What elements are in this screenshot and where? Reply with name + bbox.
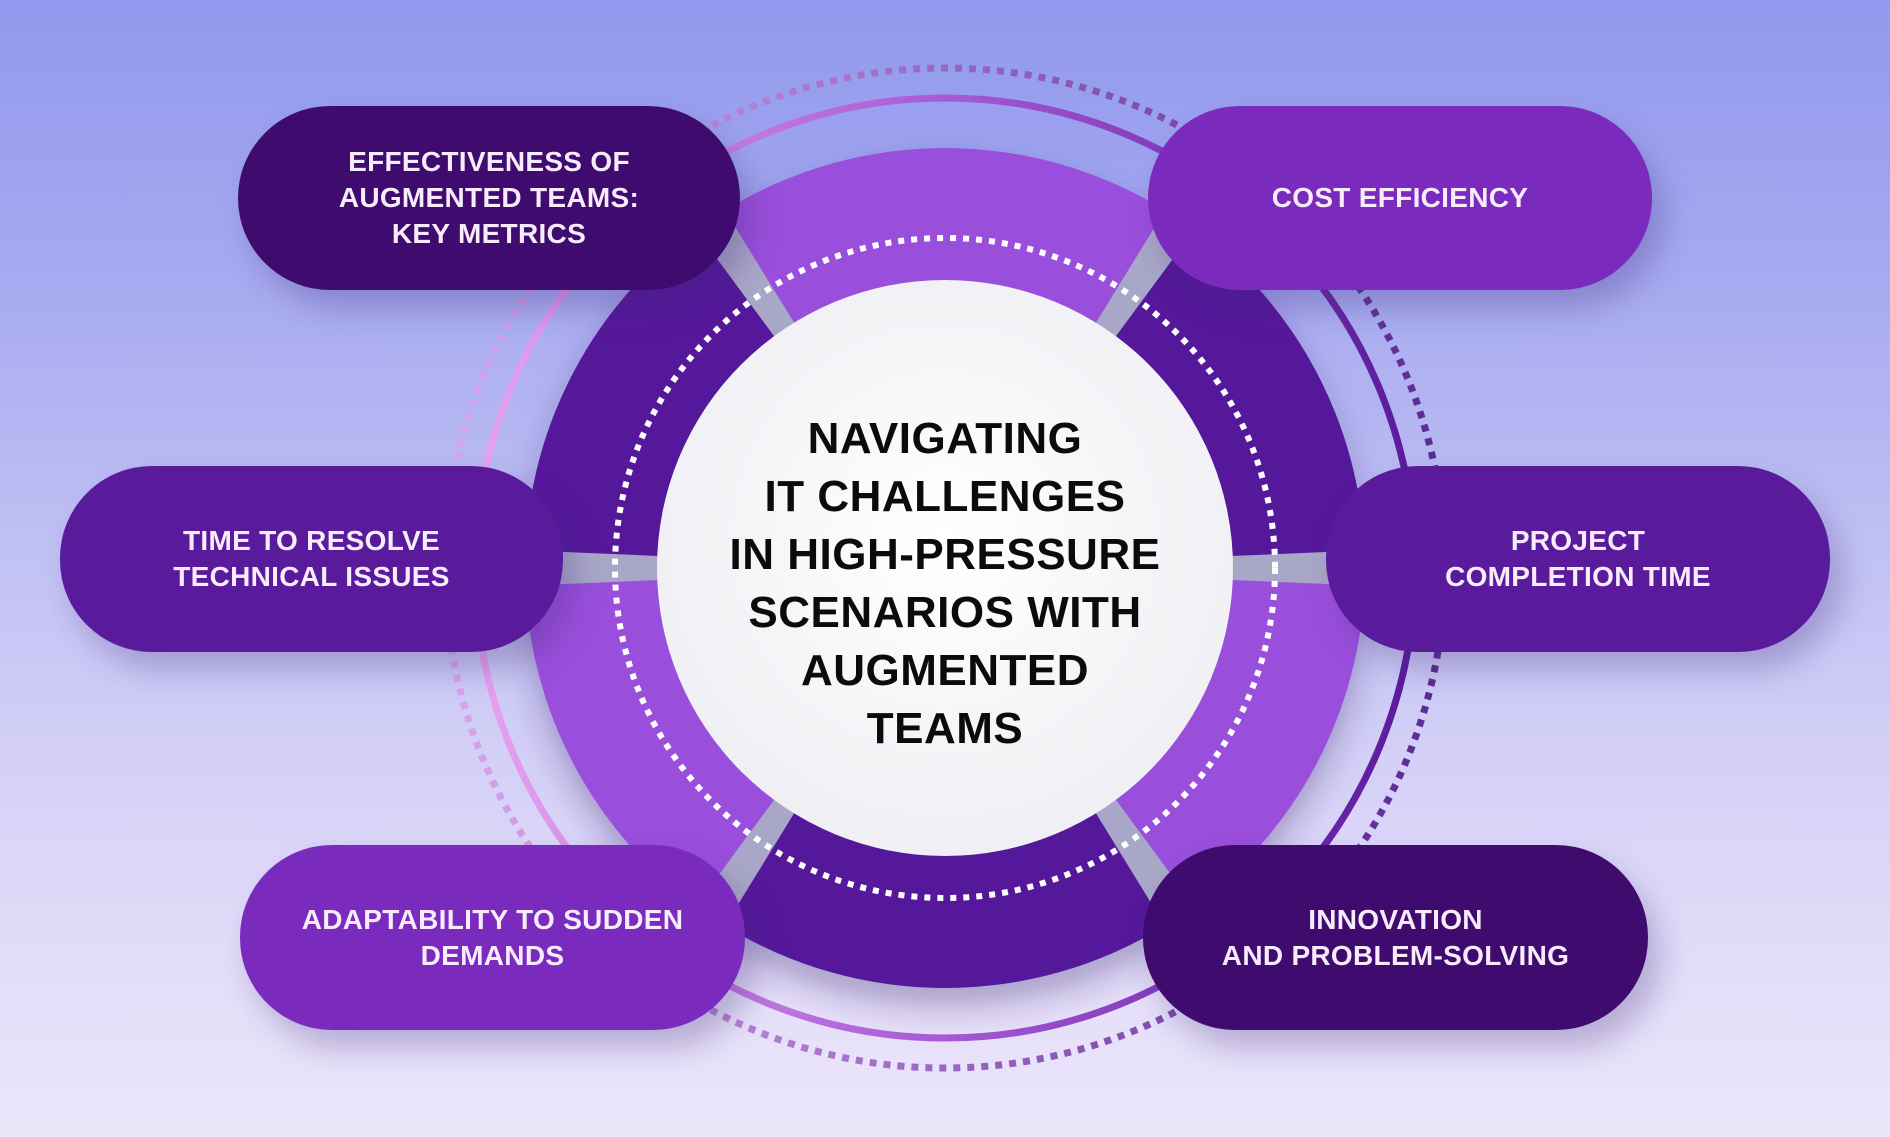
- item-innovation[interactable]: INNOVATION AND PROBLEM-SOLVING: [1143, 845, 1648, 1030]
- item-project-completion[interactable]: PROJECT COMPLETION TIME: [1326, 466, 1830, 652]
- item-label: INNOVATION AND PROBLEM-SOLVING: [1221, 903, 1570, 971]
- item-label: PROJECT COMPLETION TIME: [1445, 525, 1711, 592]
- item-label: EFFECTIVENESS OF AUGMENTED TEAMS: KEY ME…: [338, 146, 640, 249]
- segment-lower-left: [525, 578, 797, 907]
- center-circle: [657, 280, 1233, 856]
- item-effectiveness[interactable]: EFFECTIVENESS OF AUGMENTED TEAMS: KEY ME…: [238, 106, 740, 290]
- item-label: ADAPTABILITY TO SUDDEN DEMANDS: [301, 903, 684, 971]
- item-time-to-resolve[interactable]: TIME TO RESOLVE TECHNICAL ISSUES: [60, 466, 563, 652]
- item-label: TIME TO RESOLVE TECHNICAL ISSUES: [173, 525, 450, 592]
- item-adaptability[interactable]: ADAPTABILITY TO SUDDEN DEMANDS: [240, 845, 745, 1030]
- item-cost-efficiency[interactable]: COST EFFICIENCY: [1148, 106, 1652, 290]
- item-label: COST EFFICIENCY: [1271, 182, 1529, 213]
- segment-lower-right: [1093, 578, 1365, 907]
- segment-upper-right: [1093, 229, 1365, 558]
- inner-dotted-ring: [612, 235, 1278, 901]
- segment-upper-left: [525, 229, 797, 558]
- diagram-title: NAVIGATING IT CHALLENGES IN HIGH-PRESSUR…: [729, 414, 1161, 753]
